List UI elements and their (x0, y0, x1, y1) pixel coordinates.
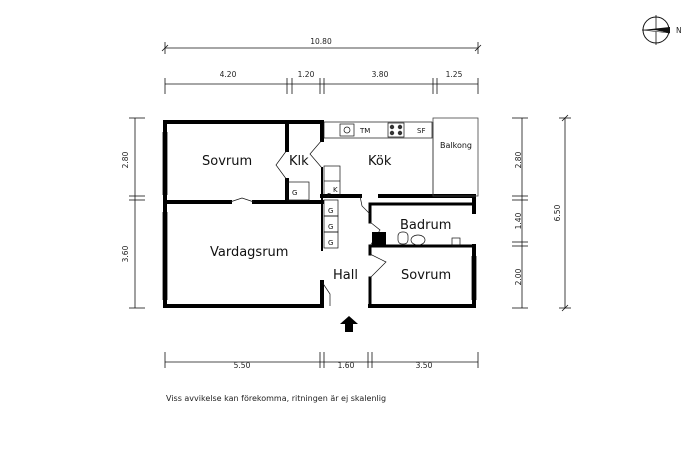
kitchen-counter (323, 121, 433, 139)
dim-right-total-label: 6.50 (553, 204, 562, 221)
fixture-g-hall-2: G (328, 223, 333, 231)
dim-top-seg-2: 1.20 (298, 70, 315, 79)
door-swings (229, 139, 387, 306)
room-label-kok: Kök (368, 154, 392, 169)
dim-right-total (559, 114, 571, 312)
dim-top-segments (164, 78, 479, 94)
dim-left (129, 117, 145, 309)
fixture-g-hall-3: G (328, 239, 333, 247)
fixture-f: F (327, 192, 331, 200)
room-label-hall: Hall (333, 268, 358, 283)
dim-left-seg-2: 3.60 (121, 245, 130, 262)
dim-right-seg-2: 1.40 (514, 212, 523, 229)
dim-left-seg-1: 2.80 (121, 151, 130, 168)
stove-icon (387, 122, 405, 138)
bath-shaft (372, 232, 386, 246)
room-label-sovrum-2: Sovrum (401, 268, 451, 283)
dim-bottom (164, 352, 479, 368)
dim-top-total-label: 10.80 (310, 37, 332, 46)
dim-top-seg-1: 4.20 (220, 70, 237, 79)
room-label-vardagsrum: Vardagsrum (210, 245, 288, 260)
dim-bottom-seg-2: 1.60 (338, 361, 355, 370)
room-label-badrum: Badrum (400, 218, 451, 233)
compass-north-label: N (676, 26, 682, 35)
compass-icon: N (641, 15, 682, 45)
fixture-tm: TM (359, 127, 370, 135)
room-label-balkong: Balkong (440, 141, 472, 150)
dim-right-segments (512, 117, 528, 309)
fixture-sf: SF (417, 127, 425, 135)
bathroom-fixtures (397, 231, 461, 247)
fixture-k: K (333, 186, 338, 194)
entrance-arrow-icon (340, 316, 358, 332)
dim-bottom-seg-3: 3.50 (416, 361, 433, 370)
dim-top-seg-4: 1.25 (446, 70, 463, 79)
dim-top-total (161, 42, 482, 54)
balcony-outline (432, 117, 479, 197)
wardrobes (286, 165, 341, 249)
footer-note: Viss avvikelse kan förekomma, ritningen … (166, 394, 387, 403)
dim-top-seg-3: 3.80 (372, 70, 389, 79)
dim-right-seg-1: 2.80 (514, 151, 523, 168)
fixture-g-hall-1: G (328, 207, 333, 215)
dim-bottom-seg-1: 5.50 (234, 361, 251, 370)
room-label-sovrum-1: Sovrum (202, 154, 252, 169)
room-label-klk: Klk (289, 154, 309, 169)
fixture-g-klk: G (292, 189, 297, 197)
dim-right-seg-3: 2.00 (514, 268, 523, 285)
